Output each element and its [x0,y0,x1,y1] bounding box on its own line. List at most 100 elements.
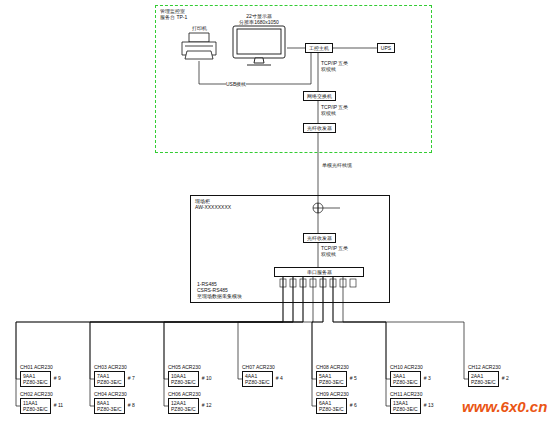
port-symbol [350,279,356,287]
meter-label: PZ80-3E/C [23,379,48,385]
port-symbol [330,279,336,287]
meter-label: 10AA1 [171,373,196,379]
node-text: AW-XXXXXXXX [195,204,385,210]
callout-number: # 5 [350,375,357,381]
meter-outline: 11AA1PZ80-3E/C [20,398,51,414]
port-symbol [290,279,296,287]
meter-label: 13AA1 [393,400,418,406]
monitor-drawing [231,25,287,67]
meter-outline: 2AA1PZ80-3E/C [468,371,499,387]
serial-server-box: 串口服务器 [274,267,364,277]
meter-outline: 6AA1PZ80-3E/C [316,398,347,414]
node-text: UPS [381,45,391,51]
port-symbol [280,279,286,287]
meter-heading: CH06 ACR230 [168,391,201,397]
rs485-bus-line [90,277,293,406]
rs485-bus-line [343,277,468,379]
meter-label: 7AA1 [97,373,122,379]
node-text: 分辨率1680x1050 [231,19,287,25]
port-symbol [340,279,346,287]
meter-heading: CH12 ACR230 [468,364,501,370]
port-symbol [300,279,306,287]
meter-heading: CH03 ACR230 [94,364,127,370]
cable-label: TCP/IP 五类双绞线 [321,60,349,72]
meter-heading: CH04 ACR230 [94,391,127,397]
meter-box: CH07 ACR230 4AA1PZ80-3E/C [242,364,275,388]
meter-heading: CH08 ACR230 [316,364,349,370]
meter-box: CH05 ACR23010AA1PZ80-3E/C [168,364,201,388]
printer-drawing [179,31,219,61]
meter-label: PZ80-3E/C [23,406,48,412]
meter-heading: CH07 ACR230 [242,364,275,370]
meter-label: PZ80-3E/C [245,379,270,385]
meter-box: CH08 ACR2305AA1PZ80-3E/C [316,364,349,388]
port-symbol [310,279,316,287]
meter-outline: 10AA1PZ80-3E/C [168,371,199,387]
callout-number: # 7 [128,375,135,381]
meter-label: PZ80-3E/C [393,379,418,385]
meter-box: CH09 ACR2306AA1PZ80-3E/C [316,391,349,415]
cable-line [318,101,319,123]
rs485-bus-line [312,277,323,379]
meter-heading: CH11 ACR230 [390,391,422,397]
rs485-bus-line [16,277,283,379]
fiber-terminal-symbol [313,203,340,213]
meter-label: 11AA1 [23,400,48,406]
meter-heading: CH10 ACR230 [390,364,423,370]
node-text: 打印机 [179,25,219,31]
meter-label: 12AA1 [171,400,196,406]
meter-outline: 7AA1PZ80-3E/C [94,371,125,387]
monitoring-room-frame: 管理监控室服务台 TP-1打印机22寸显示器分辨率1680x1050工控主机UP… [155,5,432,153]
callout-number: # 2 [502,375,509,381]
node-text: 光纤收发器 [307,125,332,131]
meter-box: CH01 ACR2309AA1PZ80-3E/C [20,364,53,388]
cable-line [199,53,311,84]
cable-line [318,53,319,91]
callout-number: # 3 [424,375,431,381]
callout-number: # 11 [54,402,63,408]
rs485-bus-line [90,277,293,379]
meter-label: 8AA1 [97,400,122,406]
rs485-bus-line [164,277,303,379]
switch-box: 网络交换机 [303,91,336,101]
meter-label: PZ80-3E/C [97,379,122,385]
meter-heading: CH02 ACR230 [20,391,53,397]
meter-heading: CH01 ACR230 [20,364,53,370]
cable-line [333,48,377,49]
port-symbol [320,279,326,287]
cable-line [318,133,319,233]
cable-label: TCP/IP 五类双绞线 [321,104,349,116]
rs485-bus-line [16,277,283,406]
transceiver-box: 光纤收发器 [303,123,336,133]
meter-label: PZ80-3E/C [171,379,196,385]
meter-outline: 9AA1PZ80-3E/C [20,371,51,387]
meter-outline: 13AA1PZ80-3E/C [390,398,421,414]
meter-box: CH04 ACR2308AA1PZ80-3E/C [94,391,127,415]
rs485-bus-line [333,277,390,379]
meter-label: PZ80-3E/C [319,406,344,412]
meter-label: 3AA1 [393,373,418,379]
node-text: 网络交换机 [307,93,332,99]
cable-line [287,48,305,49]
node-text: 光纤收发器 [307,235,332,241]
meter-label: PZ80-3E/C [319,379,344,385]
meter-label: 6AA1 [319,400,344,406]
meter-outline: 3AA1PZ80-3E/C [390,371,421,387]
meter-label: PZ80-3E/C [393,406,418,412]
rs485-bus-line [164,277,303,406]
node-text: 管理监控室 [160,8,427,14]
callout-number: # 12 [202,402,212,408]
meter-label: 9AA1 [23,373,48,379]
meter-label: 4AA1 [245,373,270,379]
meter-box: CH10 ACR2303AA1PZ80-3E/C [390,364,423,388]
meter-box: CH02 ACR23011AA1PZ80-3E/C [20,391,53,415]
serial-ports [280,279,356,287]
meter-label: 2AA1 [471,373,496,379]
node-text: 服务台 TP-1 [160,14,427,20]
meter-outline: 5AA1PZ80-3E/C [316,371,347,387]
node-text: 串口服务器 [278,269,360,275]
meter-box: CH11 ACR23013AA1PZ80-3E/C [390,391,422,415]
